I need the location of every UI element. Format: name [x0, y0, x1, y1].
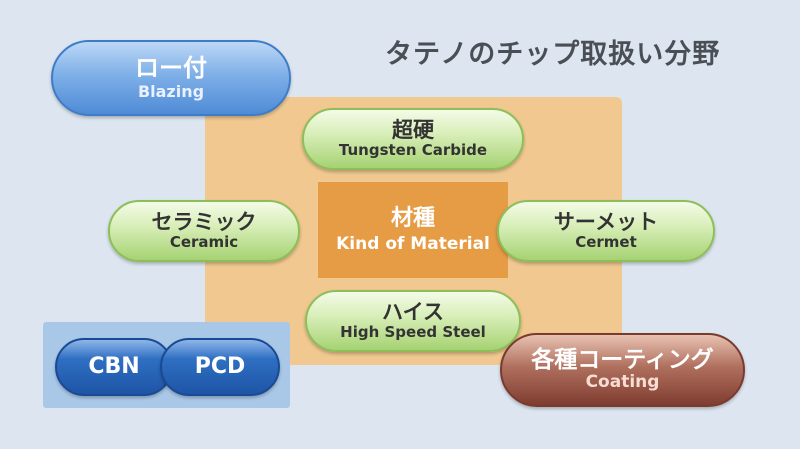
brazing-label-jp: ロー付	[135, 54, 207, 82]
brazing-label-en: Blazing	[137, 81, 205, 101]
carbide-label-jp: 超硬	[392, 118, 434, 143]
brazing-pill: ロー付 Blazing	[51, 40, 291, 116]
carbide-pill: 超硬 Tungsten Carbide	[302, 108, 524, 170]
coating-pill: 各種コーティング Coating	[500, 333, 745, 407]
ceramic-label-en: Ceramic	[169, 233, 239, 252]
carbide-label-en: Tungsten Carbide	[338, 141, 488, 160]
cermet-label-en: Cermet	[575, 233, 637, 252]
coating-label-en: Coating	[585, 372, 660, 393]
cbn-label: CBN	[88, 354, 140, 380]
hss-label-en: High Speed Steel	[340, 323, 486, 342]
pcd-label: PCD	[194, 354, 246, 380]
page-title: タテノのチップ取扱い分野	[385, 39, 721, 70]
cermet-label-jp: サーメット	[553, 210, 659, 235]
hss-pill: ハイス High Speed Steel	[305, 290, 521, 352]
hss-label-jp: ハイス	[382, 300, 444, 325]
cbn-pill: CBN	[55, 338, 173, 396]
pcd-pill: PCD	[160, 338, 280, 396]
ceramic-pill: セラミック Ceramic	[108, 200, 300, 262]
ceramic-label-jp: セラミック	[151, 210, 257, 235]
center-label-jp: 材種	[390, 205, 435, 231]
center-label-en: Kind of Material	[336, 234, 490, 255]
coating-label-jp: 各種コーティング	[531, 347, 714, 373]
cermet-pill: サーメット Cermet	[497, 200, 715, 262]
kind-of-material-box: 材種 Kind of Material	[318, 182, 508, 278]
